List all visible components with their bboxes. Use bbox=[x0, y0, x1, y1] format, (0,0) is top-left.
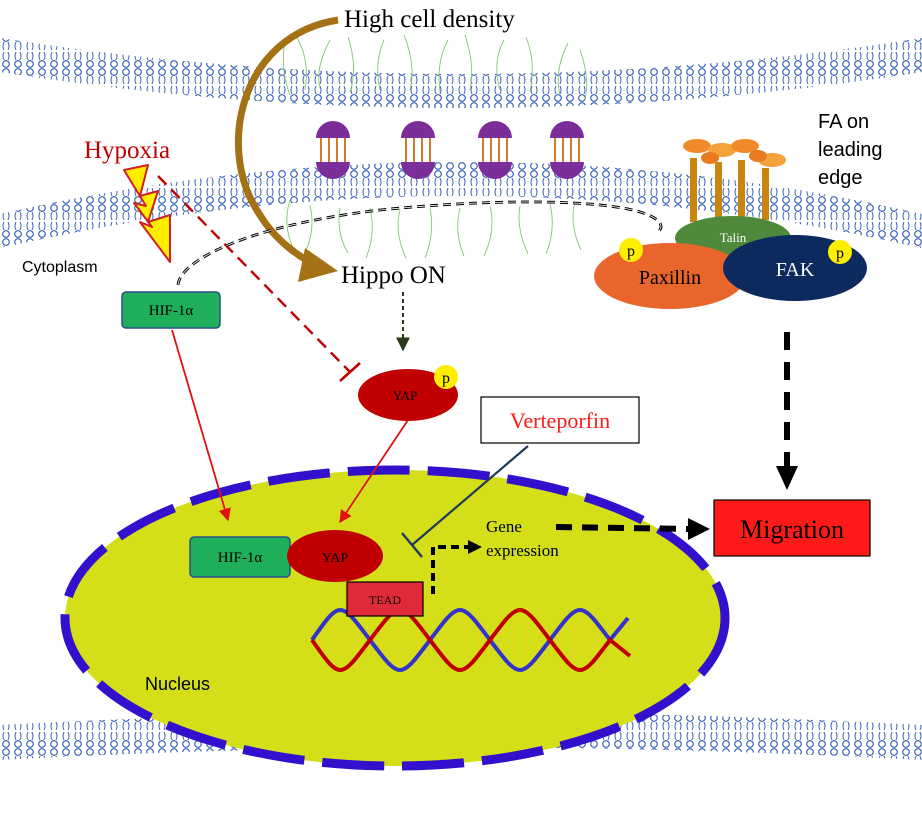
yap-nucleus-label: YAP bbox=[322, 551, 349, 566]
gene-expression-arrowhead bbox=[468, 540, 482, 554]
gene-label-line1: Gene bbox=[486, 517, 522, 536]
yap-phospho-p: p bbox=[442, 370, 450, 387]
hif1a-cytoplasm-box bbox=[121, 291, 221, 329]
dna-helix bbox=[310, 608, 632, 672]
density-arrow bbox=[234, 16, 339, 270]
tead-label: TEAD bbox=[369, 593, 401, 607]
density-arrowhead bbox=[298, 248, 338, 282]
fa-to-migration-arrowhead bbox=[776, 466, 798, 490]
top-membrane bbox=[0, 38, 922, 108]
fa-label-line3: edge bbox=[818, 167, 863, 189]
hif-to-fa-dashed-curve-outline bbox=[177, 201, 662, 286]
lightning-bolt-icon bbox=[123, 164, 171, 263]
hypoxia-inhibition-line bbox=[157, 175, 351, 373]
hippo-on-label: Hippo ON bbox=[341, 262, 446, 289]
fa-label-line1: FA on bbox=[818, 111, 869, 133]
hif1a-nucleus-label: HIF-1α bbox=[218, 550, 263, 566]
yap-nucleus bbox=[287, 530, 383, 582]
hypoxia-inhibition-bar bbox=[339, 362, 361, 382]
gene-label-line2: expression bbox=[486, 541, 559, 560]
gene-expression-arrow bbox=[431, 545, 470, 594]
nucleus-label: Nucleus bbox=[145, 674, 210, 694]
fak-phospho-p: p bbox=[836, 245, 844, 262]
verteporfin-inhibition-bar bbox=[401, 532, 423, 558]
hif1a-cytoplasm-label: HIF-1α bbox=[149, 303, 194, 319]
paxillin-label: Paxillin bbox=[639, 267, 701, 289]
high-cell-density-label: High cell density bbox=[344, 6, 515, 33]
fak-label: FAK bbox=[776, 259, 815, 281]
gene-to-migration-arrowhead bbox=[688, 518, 710, 540]
talin-label: Talin bbox=[720, 230, 747, 245]
gene-to-migration-arrow bbox=[555, 524, 691, 532]
fa-label-line2: leading bbox=[818, 139, 883, 161]
junction-proteins bbox=[316, 121, 584, 179]
migration-box bbox=[713, 499, 871, 557]
verteporfin-label: Verteporfin bbox=[510, 408, 610, 433]
fak-phospho-badge bbox=[828, 240, 852, 264]
yap-cytoplasm bbox=[358, 369, 458, 421]
hypoxia-label: Hypoxia bbox=[84, 137, 170, 164]
paxillin-phospho-badge bbox=[619, 238, 643, 262]
cytoplasm-label: Cytoplasm bbox=[22, 259, 98, 276]
migration-label: Migration bbox=[740, 515, 844, 544]
hif-translocation-arrow bbox=[171, 329, 231, 522]
nuclear-envelope bbox=[60, 465, 730, 771]
verteporfin-inhibition-line bbox=[411, 445, 529, 546]
tead-box bbox=[346, 581, 424, 617]
yap-phospho-badge bbox=[434, 365, 458, 389]
verteporfin-box bbox=[480, 396, 640, 444]
paxillin-phospho-p: p bbox=[627, 243, 635, 260]
integrin-cluster bbox=[683, 139, 786, 222]
yap-translocation-arrow bbox=[339, 419, 409, 524]
yap-cytoplasm-label: YAP bbox=[393, 388, 418, 403]
